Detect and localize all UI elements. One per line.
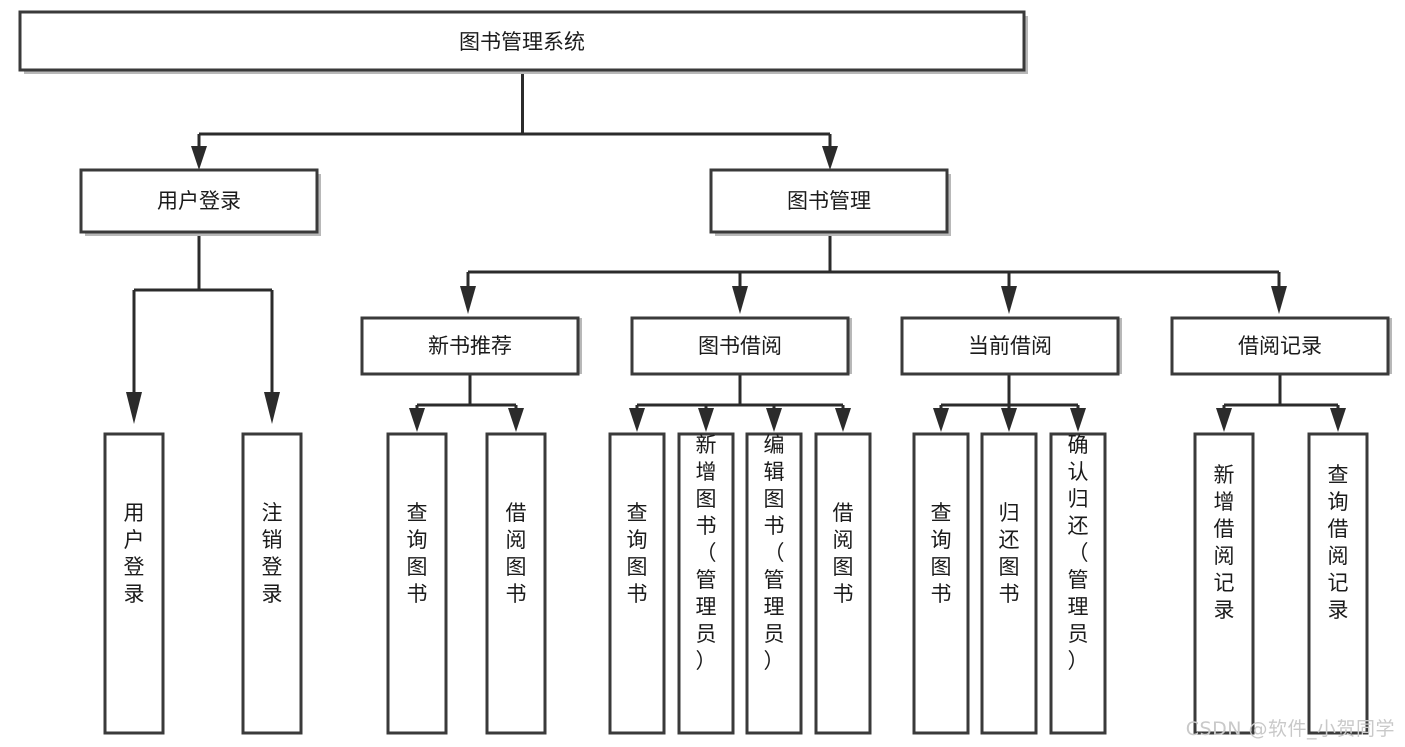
node-root[interactable]: 图书管理系统	[18, 10, 1028, 74]
node-leaf-query-book-1-box[interactable]	[386, 432, 448, 735]
connector-group	[126, 70, 1346, 432]
arrow-head-leaf-add-book	[698, 408, 714, 432]
arrow-head-book-management	[822, 146, 838, 170]
node-user-login[interactable]: 用户登录	[79, 168, 321, 236]
arrow-head-leaf-query-book-1	[409, 408, 425, 432]
node-leaf-borrow-book-1-label: 借阅图书	[506, 501, 527, 606]
node-borrow-record[interactable]: 借阅记录	[1170, 316, 1392, 376]
node-leaf-add-record-label: 新增借阅记录	[1214, 463, 1235, 622]
node-current-borrow-label: 当前借阅	[968, 334, 1052, 358]
node-user-login-label: 用户登录	[157, 189, 241, 213]
node-borrow-record-label: 借阅记录	[1238, 334, 1322, 358]
node-leaf-user-logout-box[interactable]	[241, 432, 303, 735]
node-leaf-user-logout-label: 注销登录	[262, 501, 283, 606]
arrow-head-book-borrow	[732, 286, 748, 314]
node-leaf-user-login[interactable]: 用户登录	[103, 432, 165, 735]
node-new-book-recommend-label: 新书推荐	[428, 334, 512, 358]
node-leaf-borrow-book-1[interactable]: 借阅图书	[485, 432, 547, 735]
node-leaf-add-book-label: 新增图书（管理员）	[696, 433, 717, 673]
arrow-head-leaf-query-record	[1330, 408, 1346, 432]
node-leaf-query-book-1-label: 查询图书	[407, 501, 428, 606]
node-leaf-query-record-label: 查询借阅记录	[1328, 463, 1349, 622]
node-leaf-query-book-2[interactable]: 查询图书	[608, 432, 666, 735]
node-leaf-return-book-label: 归还图书	[999, 501, 1020, 606]
node-leaf-query-book-3[interactable]: 查询图书	[912, 432, 970, 735]
node-current-borrow[interactable]: 当前借阅	[900, 316, 1122, 376]
node-leaf-add-book[interactable]: 新增图书（管理员）	[677, 432, 735, 735]
node-leaf-confirm-return-label: 确认归还（管理员）	[1068, 433, 1089, 673]
node-leaf-add-record-box[interactable]	[1193, 432, 1255, 735]
node-leaf-query-record-box[interactable]	[1307, 432, 1369, 735]
arrow-head-leaf-add-record	[1216, 408, 1232, 432]
node-leaf-edit-book-label: 编辑图书（管理员）	[764, 433, 785, 673]
node-leaf-query-book-3-label: 查询图书	[931, 501, 952, 606]
arrow-head-leaf-query-book-2	[629, 408, 645, 432]
arrow-head-leaf-confirm-return	[1070, 408, 1086, 432]
node-new-book-recommend-box[interactable]	[360, 316, 580, 376]
arrow-head-leaf-user-login	[126, 392, 142, 424]
node-root-label: 图书管理系统	[459, 30, 585, 54]
node-root-box[interactable]	[18, 10, 1026, 72]
arrow-head-user-login	[191, 146, 207, 170]
node-leaf-query-book-3-box[interactable]	[912, 432, 970, 735]
node-borrow-record-box[interactable]	[1170, 316, 1390, 376]
node-leaf-borrow-book-1-box[interactable]	[485, 432, 547, 735]
node-book-management[interactable]: 图书管理	[709, 168, 951, 236]
node-book-borrow[interactable]: 图书借阅	[630, 316, 852, 376]
node-book-borrow-box[interactable]	[630, 316, 850, 376]
node-book-management-label: 图书管理	[787, 189, 871, 213]
node-user-login-box[interactable]	[79, 168, 319, 234]
node-leaf-return-book[interactable]: 归还图书	[980, 432, 1038, 735]
arrow-head-leaf-borrow-book-1	[508, 408, 524, 432]
node-leaf-borrow-book-2[interactable]: 借阅图书	[814, 432, 872, 735]
node-leaf-confirm-return-box[interactable]	[1049, 432, 1107, 735]
node-leaf-edit-book-box[interactable]	[745, 432, 803, 735]
node-leaf-user-login-box[interactable]	[103, 432, 165, 735]
node-leaf-return-book-box[interactable]	[980, 432, 1038, 735]
node-leaf-query-book-2-label: 查询图书	[627, 501, 648, 606]
node-leaf-query-book-2-box[interactable]	[608, 432, 666, 735]
arrow-head-borrow-record	[1271, 286, 1287, 314]
node-book-borrow-label: 图书借阅	[698, 334, 782, 358]
node-leaf-edit-book[interactable]: 编辑图书（管理员）	[745, 432, 803, 735]
node-leaf-user-login-label: 用户登录	[124, 501, 145, 606]
node-leaf-add-record[interactable]: 新增借阅记录	[1193, 432, 1255, 735]
node-leaf-user-logout[interactable]: 注销登录	[241, 432, 303, 735]
node-leaf-query-book-1[interactable]: 查询图书	[386, 432, 448, 735]
node-leaf-borrow-book-2-label: 借阅图书	[833, 501, 854, 606]
node-leaf-query-record[interactable]: 查询借阅记录	[1307, 432, 1369, 735]
arrow-head-leaf-user-logout	[264, 392, 280, 424]
csdn-watermark: CSDN @软件_小贺同学	[1185, 718, 1395, 740]
arrow-head-leaf-return-book	[1001, 408, 1017, 432]
node-new-book-recommend[interactable]: 新书推荐	[360, 316, 582, 376]
arrow-head-leaf-borrow-book-2	[835, 408, 851, 432]
arrow-head-leaf-edit-book	[766, 408, 782, 432]
arrow-head-new-book-recommend	[460, 286, 476, 314]
arrow-head-current-borrow	[1001, 286, 1017, 314]
node-leaf-confirm-return[interactable]: 确认归还（管理员）	[1049, 432, 1107, 735]
node-book-management-box[interactable]	[709, 168, 949, 234]
node-leaf-borrow-book-2-box[interactable]	[814, 432, 872, 735]
node-current-borrow-box[interactable]	[900, 316, 1120, 376]
arrow-head-leaf-query-book-3	[933, 408, 949, 432]
node-leaf-add-book-box[interactable]	[677, 432, 735, 735]
